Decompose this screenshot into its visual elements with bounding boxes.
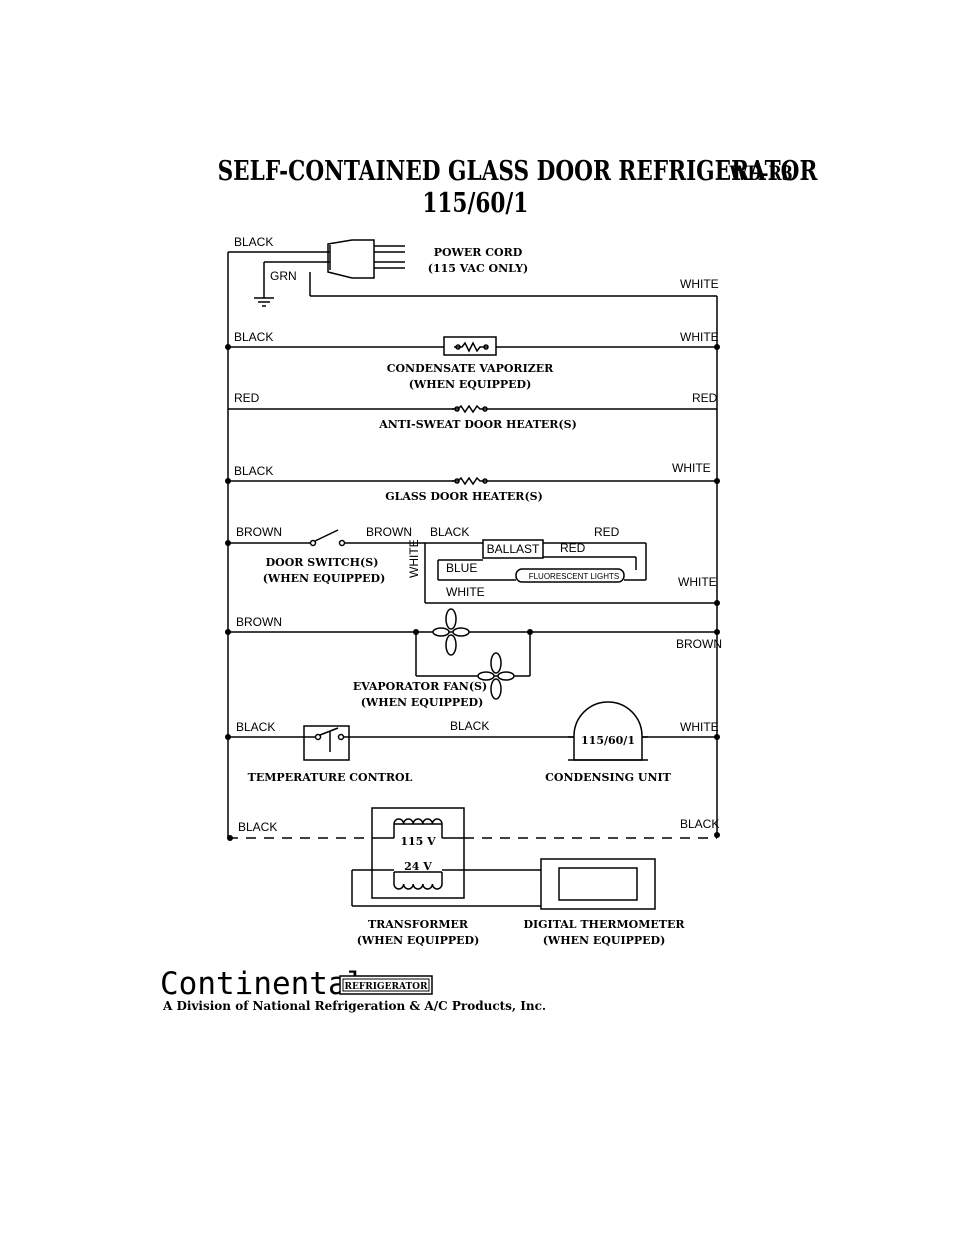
fan-icon <box>432 608 470 656</box>
brand-name: Continental <box>160 966 365 1002</box>
wire-label: WHITE <box>680 330 719 344</box>
lamp-label: FLUORESCENT LIGHTS <box>529 572 620 581</box>
diagram-header: SELF-CONTAINED GLASS DOOR REFRIGERATOR W… <box>218 155 818 219</box>
brand-badge-text: REFRIGERATOR <box>345 982 428 992</box>
wire-label: BLACK <box>234 235 273 249</box>
anti-sweat-heater-circuit: RED RED ANTI-SWEAT DOOR HEATER(S) <box>228 391 718 431</box>
component-label: CONDENSING UNIT <box>545 771 672 784</box>
wire-label: BROWN <box>236 525 282 539</box>
component-label: ANTI-SWEAT DOOR HEATER(S) <box>378 418 577 431</box>
electrical-rating: 115/60/1 <box>422 187 528 219</box>
evaporator-fan-circuit: BROWN BROWN EVAPORATOR FAN(S) (WHEN EQUI… <box>225 608 722 709</box>
component-label: EVAPORATOR FAN(S) <box>353 680 487 693</box>
wire-label: BLACK <box>680 817 719 831</box>
brand-badge <box>339 975 433 995</box>
model-number: WD-R3 <box>729 162 793 185</box>
component-note: (WHEN EQUIPPED) <box>361 696 484 709</box>
fan-icon <box>477 652 515 700</box>
vaporizer-heater-icon <box>443 336 497 356</box>
wire-label: BLACK <box>450 719 489 733</box>
ballast-label: BALLAST <box>487 542 540 556</box>
component-label: DIGITAL THERMOMETER <box>523 918 685 931</box>
transformer-primary: 115 V <box>400 835 436 848</box>
component-label: GLASS DOOR HEATER(S) <box>385 490 543 503</box>
component-label: TRANSFORMER <box>368 918 469 931</box>
wire-label: WHITE <box>672 461 711 475</box>
component-label: POWER CORD <box>434 246 523 259</box>
wire-label: WHITE <box>678 575 717 589</box>
condensing-rating: 115/60/1 <box>581 734 635 747</box>
wire-label: RED <box>234 391 260 405</box>
wire-label: WHITE <box>680 277 719 291</box>
component-note: (115 VAC ONLY) <box>428 262 529 275</box>
brand-footer: Continental REFRIGERATOR A Division of N… <box>160 966 546 1013</box>
fluorescent-lamp-icon: FLUORESCENT LIGHTS <box>515 568 625 583</box>
condensate-vaporizer-circuit: BLACK WHITE CONDENSATE VAPORIZER (WHEN E… <box>225 330 720 391</box>
wire-label: BLACK <box>430 525 469 539</box>
power-cord: BLACK GRN POWER CORD (115 VAC ONLY) WHIT… <box>228 235 719 307</box>
ground-icon <box>254 297 274 307</box>
wire-label: BROWN <box>676 637 722 651</box>
heater-element-icon <box>452 476 488 486</box>
wire-label: BLACK <box>236 720 275 734</box>
component-label: DOOR SWITCH(S) <box>266 556 379 569</box>
wire-label: BROWN <box>366 525 412 539</box>
ballast-box <box>482 539 544 559</box>
thermostat-icon <box>303 725 350 761</box>
brand-division: A Division of National Refrigeration & A… <box>162 999 546 1013</box>
thermometer-circuit: BLACK BLACK 115 V 24 V TRANSFORMER (WHEN… <box>227 807 720 947</box>
wire-label: RED <box>594 525 620 539</box>
component-note: (WHEN EQUIPPED) <box>409 378 532 391</box>
glass-door-heater-circuit: BLACK WHITE GLASS DOOR HEATER(S) <box>225 461 720 503</box>
wire-label: BLACK <box>238 820 277 834</box>
wire-label: RED <box>560 541 586 555</box>
component-note: (WHEN EQUIPPED) <box>263 572 386 585</box>
wire-label: BLACK <box>234 330 273 344</box>
wire-label: WHITE <box>446 585 485 599</box>
wire-label: WHITE <box>680 720 719 734</box>
wire-label: GRN <box>270 269 297 283</box>
digital-thermometer-icon <box>540 858 656 910</box>
door-switch-icon <box>309 529 346 547</box>
diagram-title: SELF-CONTAINED GLASS DOOR REFRIGERATOR <box>218 155 818 187</box>
plug-icon <box>327 239 405 279</box>
component-label: CONDENSATE VAPORIZER <box>387 362 554 375</box>
wire-label: WHITE <box>407 539 421 578</box>
heater-element-icon <box>452 404 488 414</box>
compressor-circuit: BLACK BLACK WHITE TEMPERATURE CONTROL 11… <box>225 701 720 784</box>
component-label: TEMPERATURE CONTROL <box>248 771 413 784</box>
compressor-icon: 115/60/1 <box>568 701 648 761</box>
transformer-icon: 115 V 24 V <box>371 807 465 899</box>
transformer-secondary: 24 V <box>404 860 432 873</box>
wire-label: BLACK <box>234 464 273 478</box>
lighting-circuit: BROWN BROWN DOOR SWITCH(S) (WHEN EQUIPPE… <box>225 525 720 606</box>
component-note: (WHEN EQUIPPED) <box>357 934 480 947</box>
wire-label: RED <box>692 391 718 405</box>
wire-label: BROWN <box>236 615 282 629</box>
component-note: (WHEN EQUIPPED) <box>543 934 666 947</box>
wire-label: BLUE <box>446 561 477 575</box>
